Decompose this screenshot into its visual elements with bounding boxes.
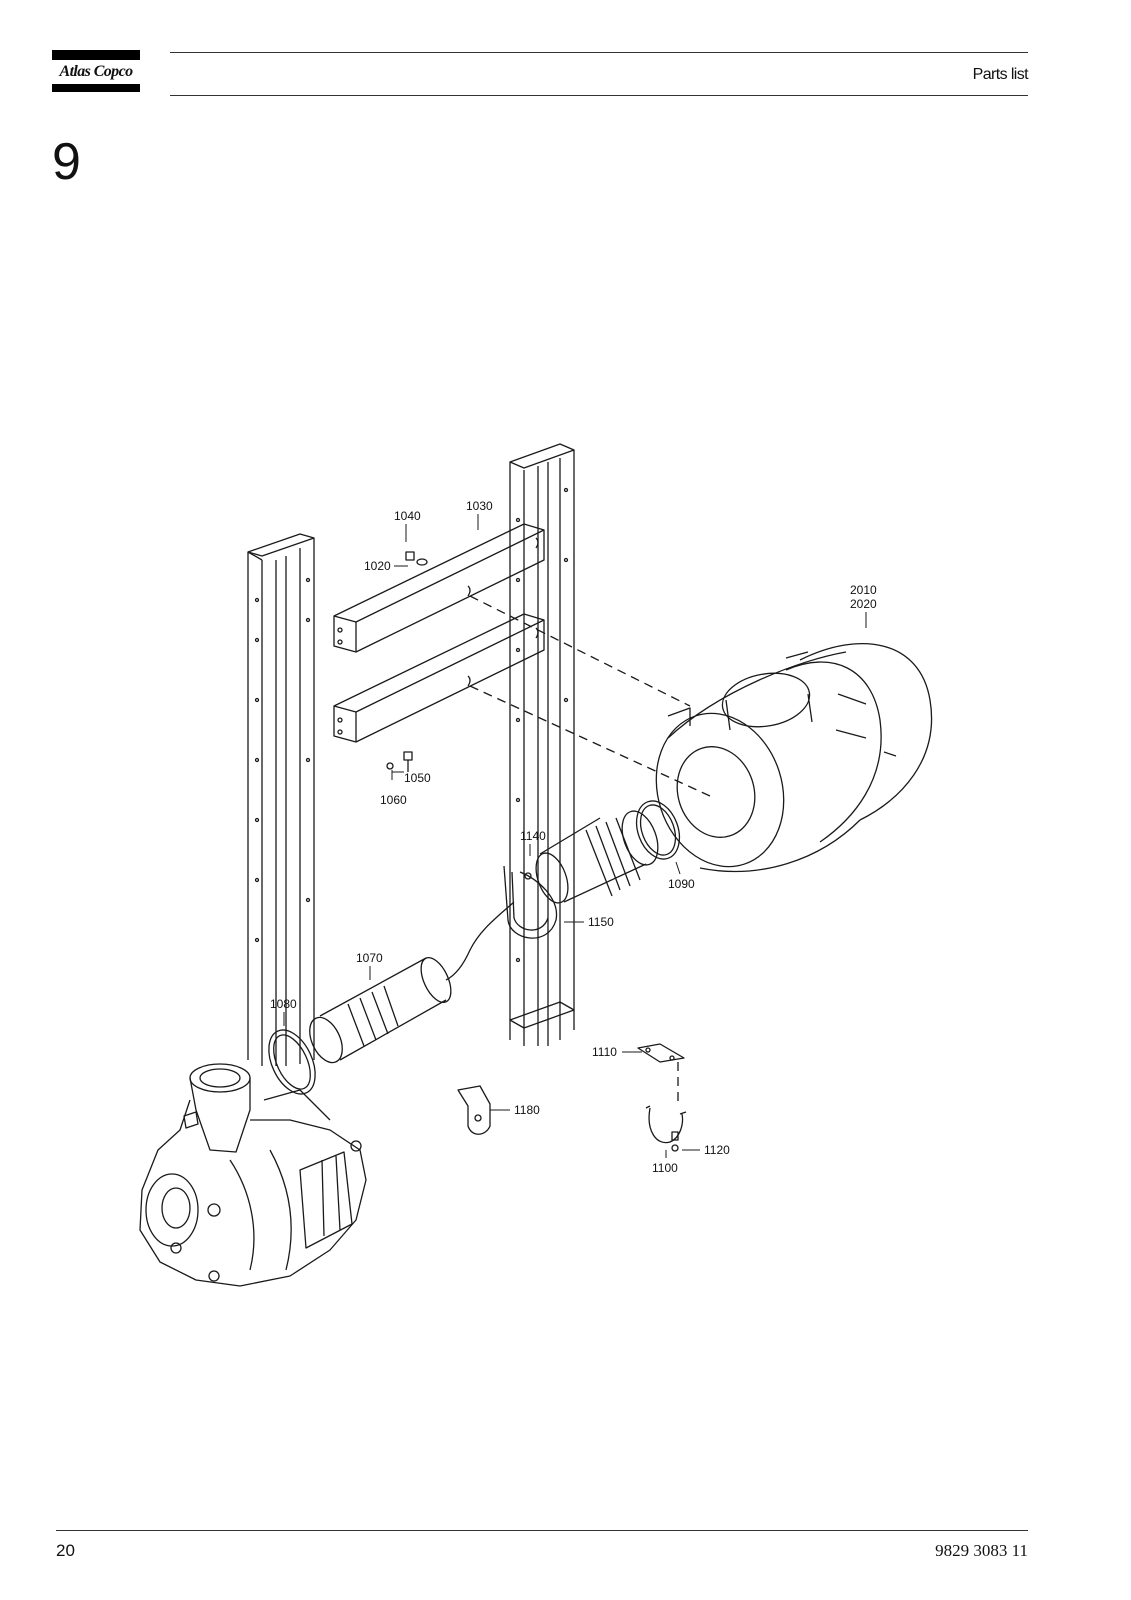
- callout-1030: 1030: [466, 499, 493, 513]
- header-rule-top: [170, 52, 1028, 53]
- callout-2020: 2020: [850, 597, 877, 611]
- lower-cross-beam: [333, 613, 545, 743]
- callout-1120: 1120: [704, 1143, 730, 1157]
- left-upright-channel: [247, 533, 315, 1066]
- footer-rule: [56, 1530, 1028, 1531]
- callout-labels: 1040 1030 1020 2010 2020 1050 1060 1140 …: [270, 499, 877, 1175]
- clamp-1090: [635, 800, 681, 860]
- callout-2010: 2010: [850, 583, 877, 597]
- header-rule-bottom: [170, 95, 1028, 96]
- section-number: 9: [52, 133, 81, 191]
- logo-top-bar: [52, 50, 140, 60]
- atlas-copco-logo: Atlas Copco: [52, 50, 140, 94]
- callout-1180: 1180: [514, 1103, 540, 1117]
- callout-1150: 1150: [588, 915, 614, 929]
- wire: [445, 901, 515, 981]
- bracket-1110: [637, 1043, 685, 1063]
- bolt-nut-1050-1060: [386, 751, 413, 772]
- callout-1070: 1070: [356, 951, 383, 965]
- alignment-lines: [469, 595, 711, 1104]
- clamp-1080: [268, 1029, 316, 1095]
- callout-1090: 1090: [668, 877, 695, 891]
- clamp-1100: [645, 1105, 687, 1152]
- callout-1110: 1110: [592, 1045, 617, 1059]
- callout-1050: 1050: [404, 771, 431, 785]
- section-label: Parts list: [972, 66, 1029, 83]
- air-filter-housing-2010-2020: [655, 642, 933, 873]
- callout-1040: 1040: [394, 509, 421, 523]
- callout-1060: 1060: [380, 793, 407, 807]
- document-number: 9829 3083 11: [935, 1541, 1028, 1560]
- hose-1140: [535, 810, 659, 904]
- callout-1140: 1140: [520, 829, 546, 843]
- upper-cross-beam: [333, 523, 545, 653]
- callout-leaders: [283, 514, 867, 1158]
- right-upright-channel: [509, 443, 575, 1046]
- bolt-washer-1020-1040: [405, 551, 428, 566]
- bracket-1180: [457, 1085, 491, 1135]
- callout-1080: 1080: [270, 997, 297, 1011]
- logo-bottom-bar: [52, 84, 140, 92]
- hose-1070: [309, 957, 452, 1064]
- page-number: 20: [56, 1541, 75, 1560]
- callout-1100: 1100: [652, 1161, 678, 1175]
- compressor-element: [139, 1063, 367, 1287]
- callout-1020: 1020: [364, 559, 391, 573]
- logo-text: Atlas Copco: [59, 63, 134, 80]
- bracket-1150: [503, 865, 558, 939]
